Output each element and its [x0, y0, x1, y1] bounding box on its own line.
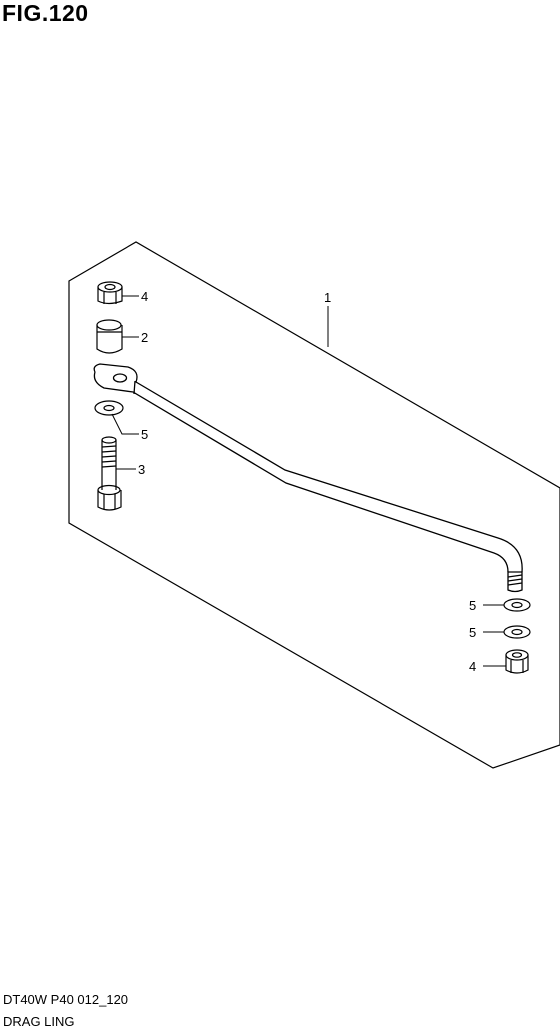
washer-bottom-1[interactable]: [503, 598, 531, 612]
callout-washer-bottom-2: 5: [469, 625, 476, 640]
washer-top[interactable]: [94, 400, 124, 416]
collar[interactable]: [96, 319, 123, 354]
drag-link-rod[interactable]: [93, 363, 523, 593]
leader-lines: [111, 295, 506, 667]
figure-code: DT40W P40 012_120: [3, 992, 129, 1007]
nut-bottom[interactable]: [505, 649, 529, 674]
callout-bolt: 3: [138, 462, 145, 477]
callout-collar: 2: [141, 330, 148, 345]
callout-nut-bottom: 4: [469, 659, 476, 674]
assembly-boundary: [68, 241, 560, 769]
nut-top[interactable]: [97, 281, 123, 305]
figure-title: FIG.120: [2, 0, 89, 26]
callout-rod: 1: [324, 290, 331, 305]
bolt[interactable]: [97, 436, 122, 511]
callout-nut-top: 4: [141, 289, 148, 304]
callout-washer-bottom-1: 5: [469, 598, 476, 613]
washer-bottom-2[interactable]: [503, 625, 531, 639]
callout-washer-top: 5: [141, 427, 148, 442]
figure-name: DRAG LING: [3, 1014, 75, 1029]
